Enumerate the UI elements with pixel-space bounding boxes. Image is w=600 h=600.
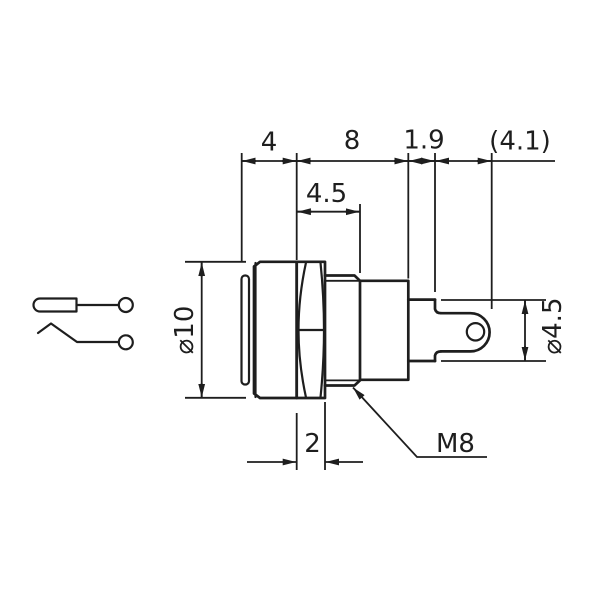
switch-lever-symbol xyxy=(36,322,120,344)
dim-boss-diameter: ⌀4.5 xyxy=(538,297,568,354)
plunger-symbol xyxy=(32,297,78,313)
terminal-node-bottom xyxy=(117,334,134,351)
dim-cap-length: 4 xyxy=(261,128,278,158)
button-face-rim xyxy=(240,274,251,386)
dim-terminal-length: (4.1) xyxy=(489,127,551,157)
stem-lug-fillet-bottom xyxy=(433,350,443,363)
button-cap xyxy=(252,260,299,400)
dim-thread-length: 4.5 xyxy=(306,179,347,209)
dim-button-diameter: ⌀10 xyxy=(170,306,200,355)
terminal-node-top xyxy=(117,296,134,314)
hex-facet-curve-right xyxy=(319,261,326,399)
extension-lines xyxy=(185,153,546,470)
m8-leader-line xyxy=(352,386,487,458)
dimension-labels: 4 8 1.9 (4.1) 4.5 ⌀10 ⌀4.5 2 M8 xyxy=(170,126,568,460)
stem-lug-fillet-top xyxy=(433,298,443,315)
component-body xyxy=(240,260,491,400)
dim-thread-spec: M8 xyxy=(436,429,475,459)
dim-collar-length: 1.9 xyxy=(403,126,444,156)
dimension-lines xyxy=(198,157,555,466)
dim-body-length: 8 xyxy=(344,126,361,156)
hex-facet-curve-left xyxy=(297,261,308,399)
thread-major-bottom xyxy=(323,379,362,387)
rear-barrel xyxy=(358,279,410,382)
thread-major-top xyxy=(323,274,362,283)
solder-lug-hole xyxy=(465,321,486,342)
dim-hex-thickness: 2 xyxy=(304,429,321,459)
pushbutton-schematic-symbol xyxy=(32,296,134,351)
